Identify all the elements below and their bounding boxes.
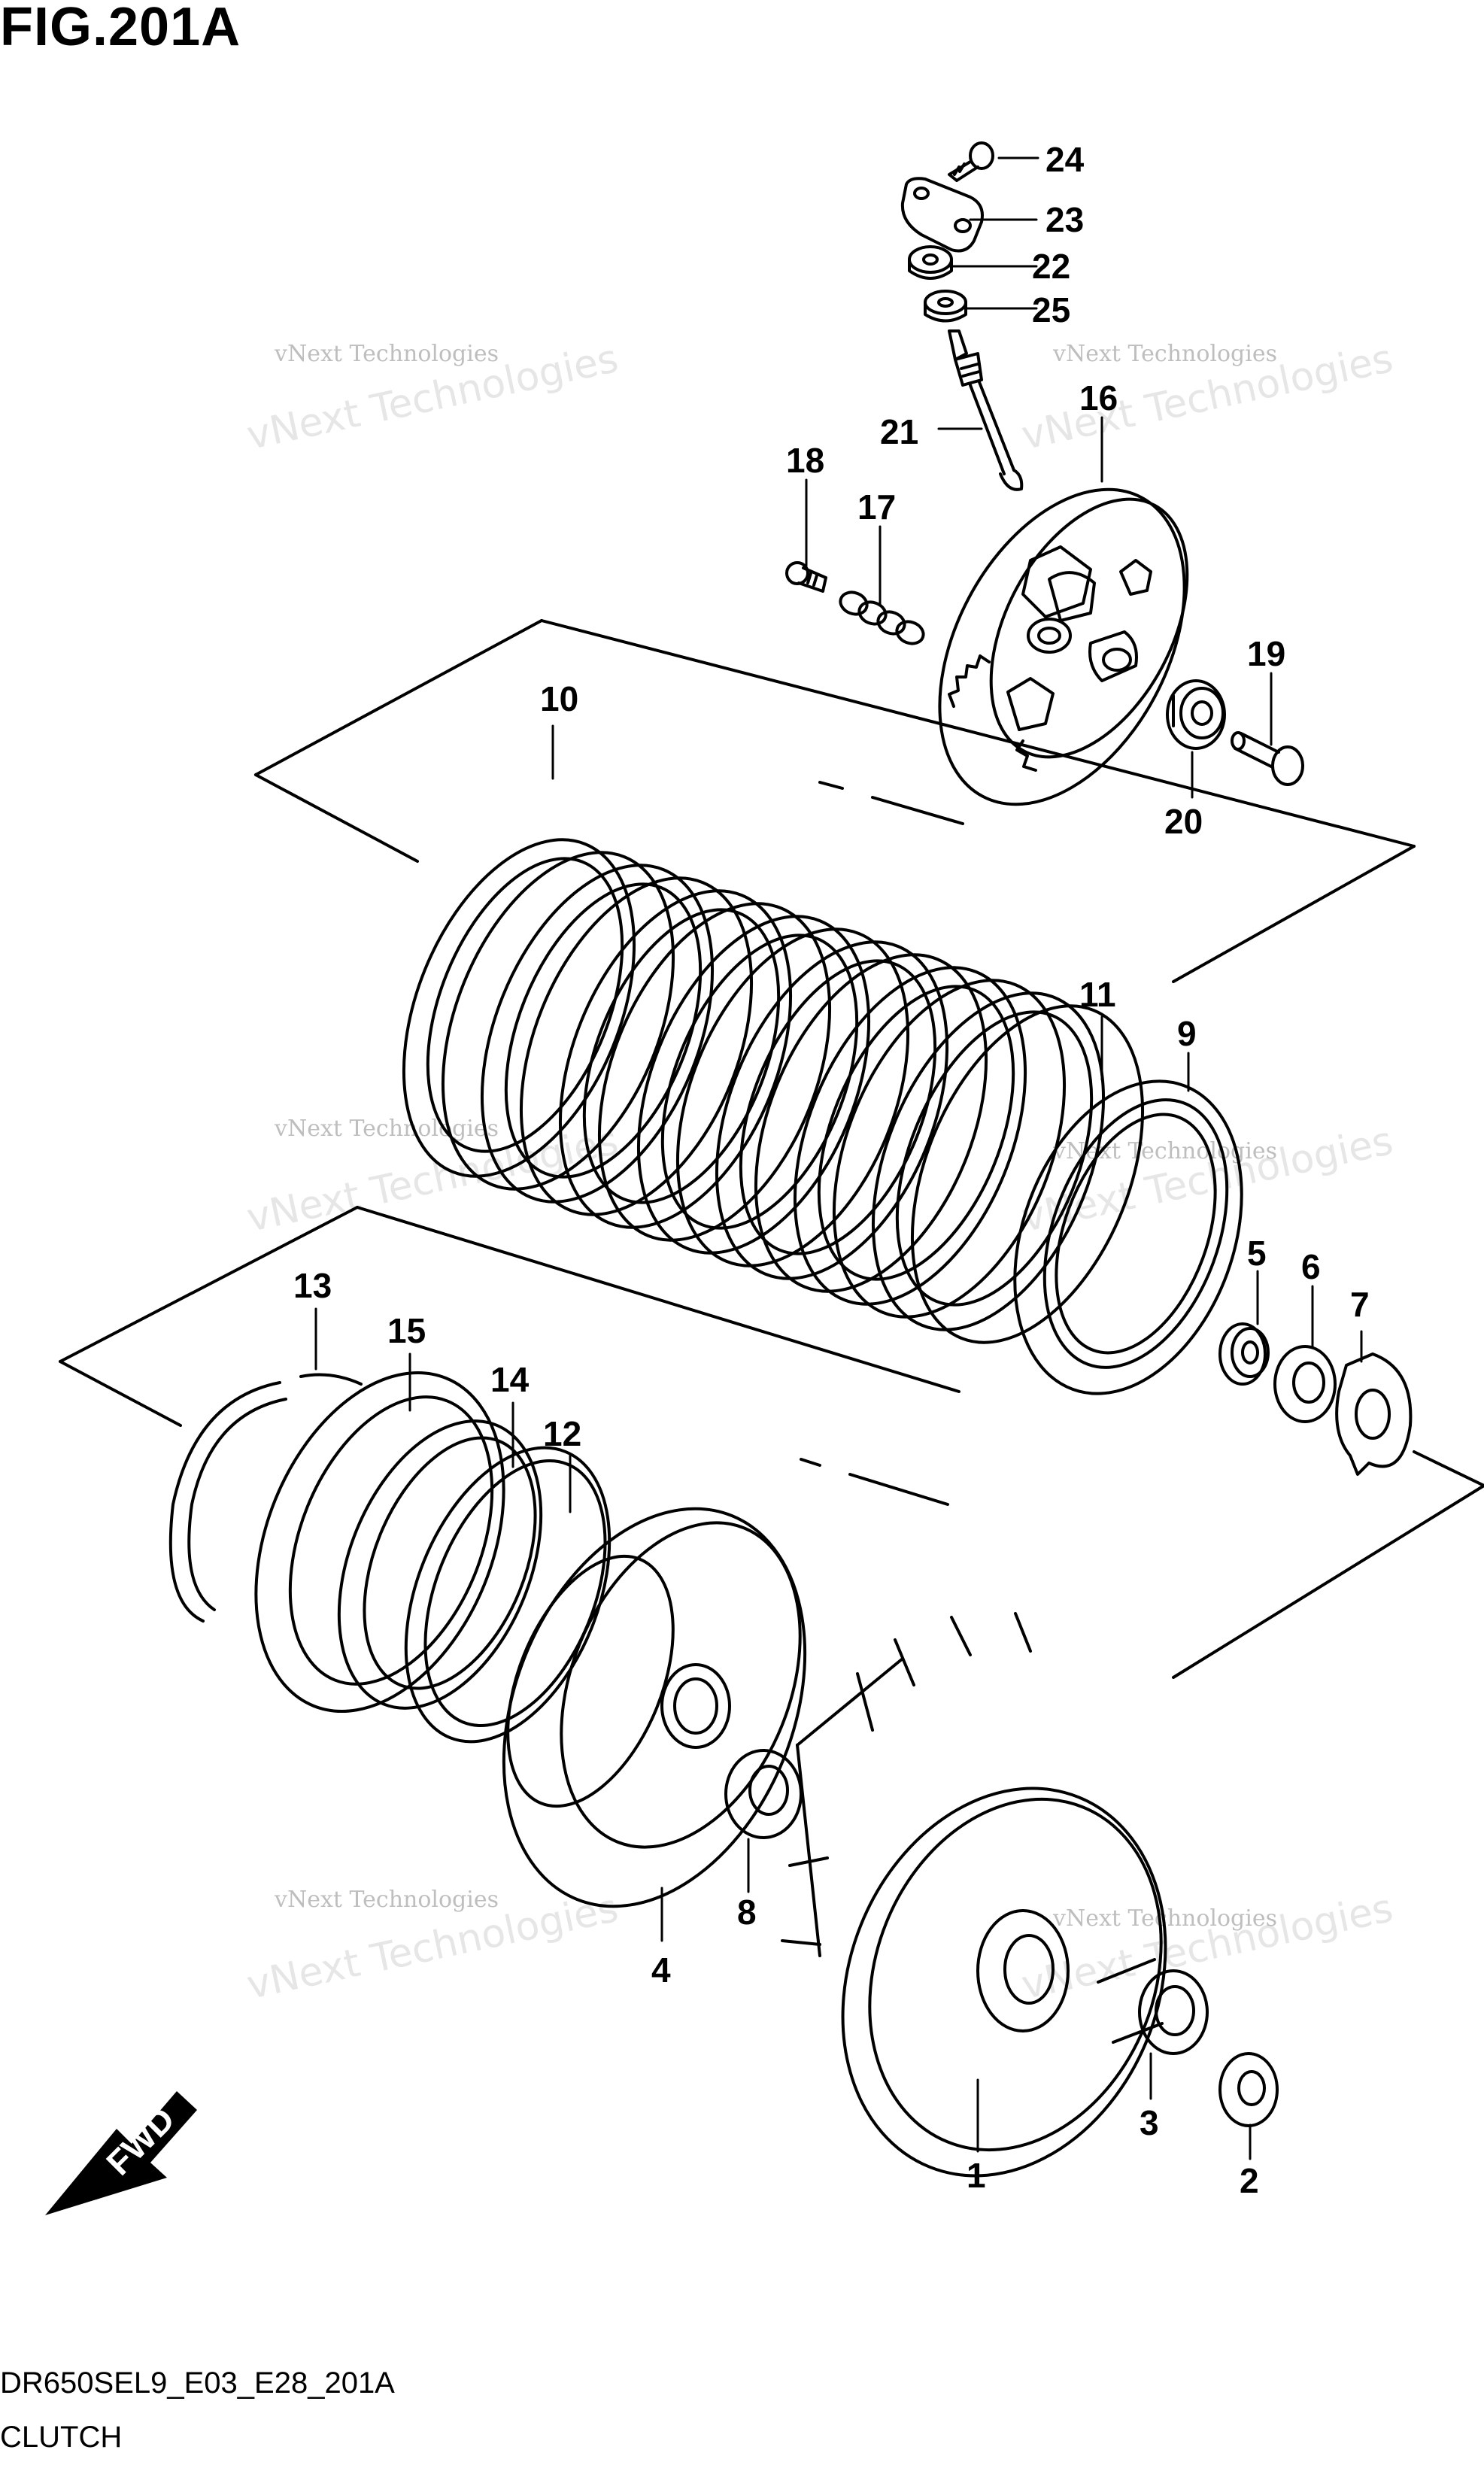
callout-11: 11: [1079, 975, 1116, 1014]
figure-code: DR650SEL9_E03_E28_201A: [0, 2366, 395, 2400]
figure-name: CLUTCH: [0, 2421, 123, 2454]
clutch-plate-outer: [597, 902, 832, 1242]
part-4-sleeve-hub: [502, 1507, 807, 1908]
part-6-washer: [1273, 1345, 1337, 1423]
frame-upper: [254, 619, 1416, 983]
clutch-plate-outer: [441, 851, 675, 1191]
part-13-circlip: [168, 1373, 363, 1623]
clutch-plate-outer: [871, 991, 1106, 1331]
watermark-large-4: vNext Technologies: [1018, 1119, 1397, 1241]
callout-7: 7: [1350, 1285, 1370, 1324]
callout-25: 25: [1032, 290, 1070, 329]
part-14-spring-washer: [337, 1419, 543, 1710]
callout-labels: 24 23 22 25 21 16 18 17 19 20 10 11 9 5 …: [293, 140, 1370, 2200]
watermark-small-5: vNext Technologies: [274, 1887, 499, 1913]
part-24-bolt: [948, 141, 994, 182]
clutch-plate-inner: [426, 857, 624, 1153]
part-15-spring-seat: [254, 1371, 505, 1714]
figure-title: FIG.201A: [0, 0, 241, 57]
fwd-arrow: FWD: [45, 2091, 197, 2215]
leader-lines: [314, 156, 1363, 2160]
part-25-nut: [924, 290, 967, 323]
clutch-plate-inner: [895, 1010, 1094, 1307]
clutch-plate-outer: [793, 966, 1027, 1306]
part-9-ring-plate: [1013, 1079, 1243, 1395]
clutch-plate-outer: [636, 915, 871, 1255]
clutch-plate-outer: [715, 940, 949, 1280]
callout-8: 8: [737, 1893, 757, 1932]
part-16-pressure-plate: [938, 487, 1189, 806]
clutch-plate-inner: [660, 933, 859, 1230]
part-3-spacer: [1097, 1958, 1209, 2055]
clutch-plate-outer: [558, 889, 793, 1229]
clutch-plate-outer: [480, 864, 715, 1204]
frame-lower: [59, 1206, 1484, 1679]
callout-23: 23: [1045, 200, 1084, 239]
part-21-adjuster: [948, 329, 1024, 491]
clutch-plate-inner: [817, 985, 1015, 1281]
callout-19: 19: [1247, 634, 1285, 673]
callout-5: 5: [1247, 1234, 1267, 1273]
part-17-spring: [839, 590, 925, 645]
clutch-plate-outer: [832, 979, 1067, 1319]
callout-6: 6: [1301, 1247, 1321, 1286]
callout-2: 2: [1240, 2161, 1259, 2200]
clutch-plate-outer: [910, 1004, 1145, 1344]
callout-22: 22: [1032, 247, 1070, 286]
callout-12: 12: [543, 1414, 581, 1453]
part-18-bolt: [785, 561, 827, 593]
watermark-large-6: vNext Technologies: [1018, 1886, 1397, 2008]
part-5-nut: [1218, 1322, 1270, 1386]
watermark-small-1: vNext Technologies: [274, 341, 499, 367]
watermark-small-3: vNext Technologies: [274, 1116, 499, 1142]
clutch-plate-inner: [739, 959, 937, 1255]
callout-1: 1: [967, 2156, 986, 2195]
clutch-plate-outer: [402, 838, 636, 1178]
callout-10: 10: [540, 679, 578, 718]
part-2-washer: [1218, 2052, 1279, 2127]
callout-4: 4: [651, 1950, 671, 1990]
part-20-bearing: [1166, 679, 1226, 750]
callout-16: 16: [1079, 378, 1118, 417]
part-22-nut: [908, 245, 953, 280]
clutch-plate-outer: [519, 876, 754, 1216]
callout-24: 24: [1045, 140, 1085, 179]
part-19-pin: [1231, 731, 1304, 786]
clutch-plate-outer: [754, 953, 988, 1293]
callout-18: 18: [786, 441, 824, 480]
callout-21: 21: [880, 412, 918, 451]
callout-20: 20: [1164, 802, 1203, 841]
part-7-lockwasher: [1335, 1352, 1413, 1476]
callout-17: 17: [857, 487, 896, 527]
callout-14: 14: [490, 1360, 530, 1399]
clutch-plate-outer: [675, 927, 910, 1267]
watermark-small-2: vNext Technologies: [1052, 341, 1277, 367]
clutch-plate-inner: [504, 882, 703, 1179]
part-23-plate: [900, 177, 984, 253]
callout-13: 13: [293, 1266, 332, 1305]
callout-15: 15: [387, 1311, 426, 1350]
callout-9: 9: [1177, 1014, 1197, 1053]
callout-3: 3: [1140, 2103, 1159, 2142]
clutch-plate-inner: [582, 908, 781, 1204]
part-10-11-plate-stack: [402, 838, 1145, 1344]
